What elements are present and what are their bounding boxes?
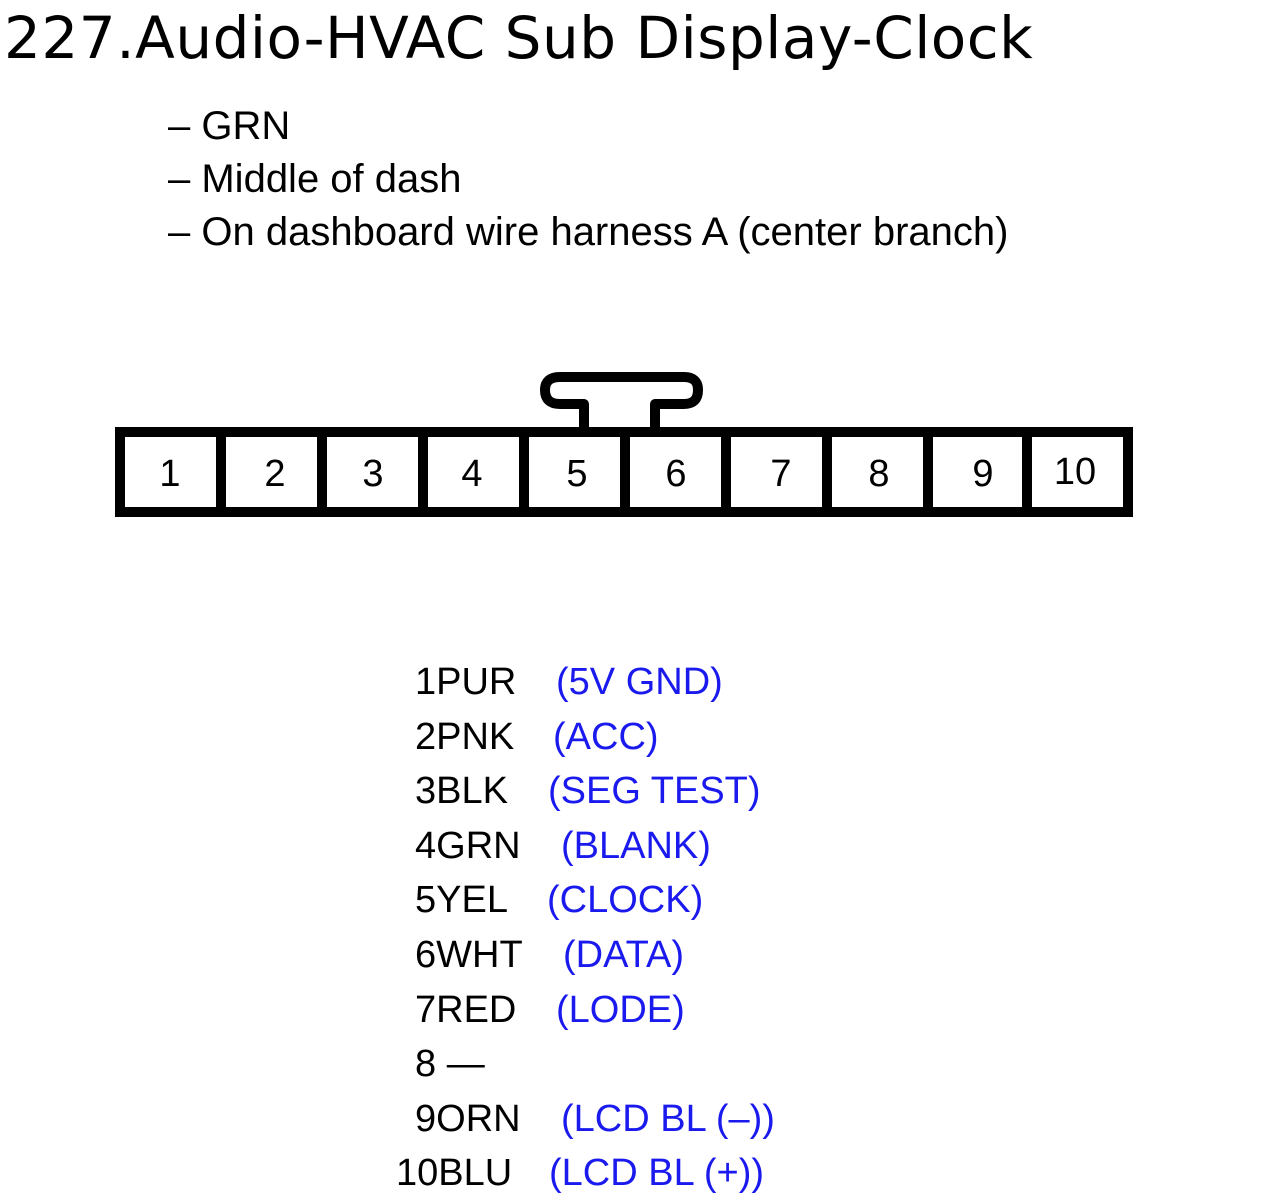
pin-wire-color: 2PNK (415, 715, 515, 758)
pin-wire-color: 4GRN (415, 824, 521, 867)
connector-diagram: 1 2 3 4 5 6 7 8 9 10 (115, 372, 1133, 517)
pin-label-10: 10 (1054, 451, 1096, 493)
pin-label-8: 8 (868, 453, 889, 495)
connector-notes: – GRN – Middle of dash – On dashboard wi… (168, 100, 1008, 259)
page-title: 227.Audio-HVAC Sub Display-Clock (4, 4, 1034, 72)
pin-function: (LODE) (556, 988, 685, 1031)
pin-label-3: 3 (362, 453, 383, 495)
pin-label-6: 6 (665, 453, 686, 495)
pin-wire-color: 3BLK (415, 770, 508, 813)
pin-wire-color: 1PUR (415, 661, 517, 703)
pin-label-2: 2 (264, 453, 285, 495)
note-location: – Middle of dash (168, 157, 462, 201)
note-harness: – On dashboard wire harness A (center br… (168, 210, 1009, 254)
note-color: – GRN (168, 104, 291, 148)
pin-function: (SEG TEST) (548, 770, 761, 813)
pin-wire-color: 5YEL (415, 879, 508, 922)
pin-wire-color: 9ORN (415, 1097, 521, 1140)
pin-function: (LCD BL (–)) (561, 1097, 775, 1140)
pin-label-4: 4 (461, 453, 482, 495)
pin-function: (BLANK) (561, 824, 711, 867)
pin-function: (DATA) (563, 933, 685, 976)
pin-label-5: 5 (566, 453, 587, 495)
pin-dividers (216, 432, 1032, 512)
pin-function: (5V GND) (556, 661, 723, 703)
pin-wire-color: 10BLU (396, 1152, 513, 1195)
connector-lock-tab (540, 372, 703, 437)
pin-function: (CLOCK) (547, 879, 704, 922)
pin-function: (LCD BL (+)) (549, 1152, 765, 1195)
pin-wire-color: 6WHT (415, 933, 523, 976)
pin-label-9: 9 (972, 453, 993, 495)
pin-wire-color: 8 — (415, 1043, 485, 1086)
pin-wire-color: 7RED (415, 988, 517, 1031)
pin-labels: 1 2 3 4 5 6 7 8 9 10 (159, 451, 1096, 495)
pin-label-1: 1 (159, 453, 180, 495)
pin-function: (ACC) (553, 715, 659, 758)
pin-label-7: 7 (770, 453, 791, 495)
